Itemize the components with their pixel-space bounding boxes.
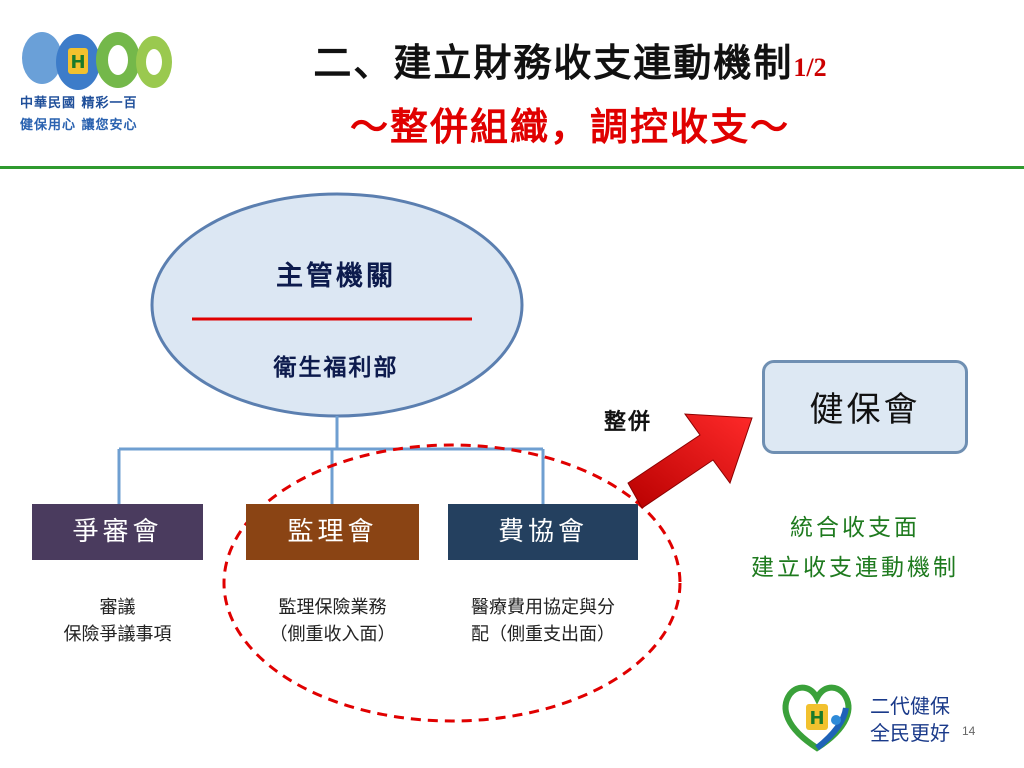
committee-supervisory-desc: 監理保險業務 （側重收入面） [230, 594, 435, 648]
desc-line: 醫療費用協定與分 [471, 597, 615, 618]
desc-line: 審議 [99, 597, 136, 618]
authority-title: 主管機關 [276, 261, 396, 292]
page-number: 14 [962, 724, 976, 738]
merged-org-box: 健保會 [762, 360, 968, 454]
goal-line1: 統合收支面 [790, 515, 920, 541]
committee-fee-negotiation: 費協會 [448, 504, 638, 560]
svg-text:H: H [70, 52, 85, 73]
desc-line: 監理保險業務 [278, 597, 387, 618]
committee-fee-negotiation-desc: 醫療費用協定與分 配（側重支出面） [428, 594, 658, 648]
logo-slogan-line1: 中華民國 精彩一百 [20, 96, 138, 111]
committee-dispute-review: 爭審會 [32, 504, 203, 560]
page-subtitle: ～整併組織，調控收支～ [349, 104, 790, 149]
authority-ellipse [150, 192, 524, 418]
committee-supervisory: 監理會 [246, 504, 419, 560]
merge-scope-dashed-ellipse [222, 443, 682, 723]
committee-dispute-review-desc: 審議 保險爭議事項 [32, 594, 203, 648]
merge-arrow-icon [627, 413, 753, 509]
logo-slogan-line2: 健保用心 讓您安心 [20, 118, 138, 133]
page-title-part: 1/2 [793, 53, 827, 82]
footer-slogan-line2: 全民更好 [870, 721, 950, 745]
header-divider [0, 166, 1024, 169]
goal-line2: 建立收支連動機制 [751, 555, 959, 581]
org-connector-lines [117, 416, 545, 504]
svg-text:H: H [809, 708, 824, 729]
page-title-text: 二、建立財務收支連動機制 [313, 40, 794, 85]
page-title: 二、建立財務收支連動機制1/2 [180, 32, 960, 87]
desc-line: （側重收入面） [269, 624, 396, 645]
anniversary-100-logo-icon: H [22, 32, 172, 90]
desc-line: 配（側重支出面） [471, 624, 615, 645]
second-gen-nhi-logo-icon: H [782, 684, 852, 752]
footer-slogan-line1: 二代健保 [870, 694, 950, 718]
merge-label: 整併 [604, 409, 653, 435]
desc-line: 保險爭議事項 [63, 624, 172, 645]
authority-name: 衛生福利部 [273, 354, 399, 381]
